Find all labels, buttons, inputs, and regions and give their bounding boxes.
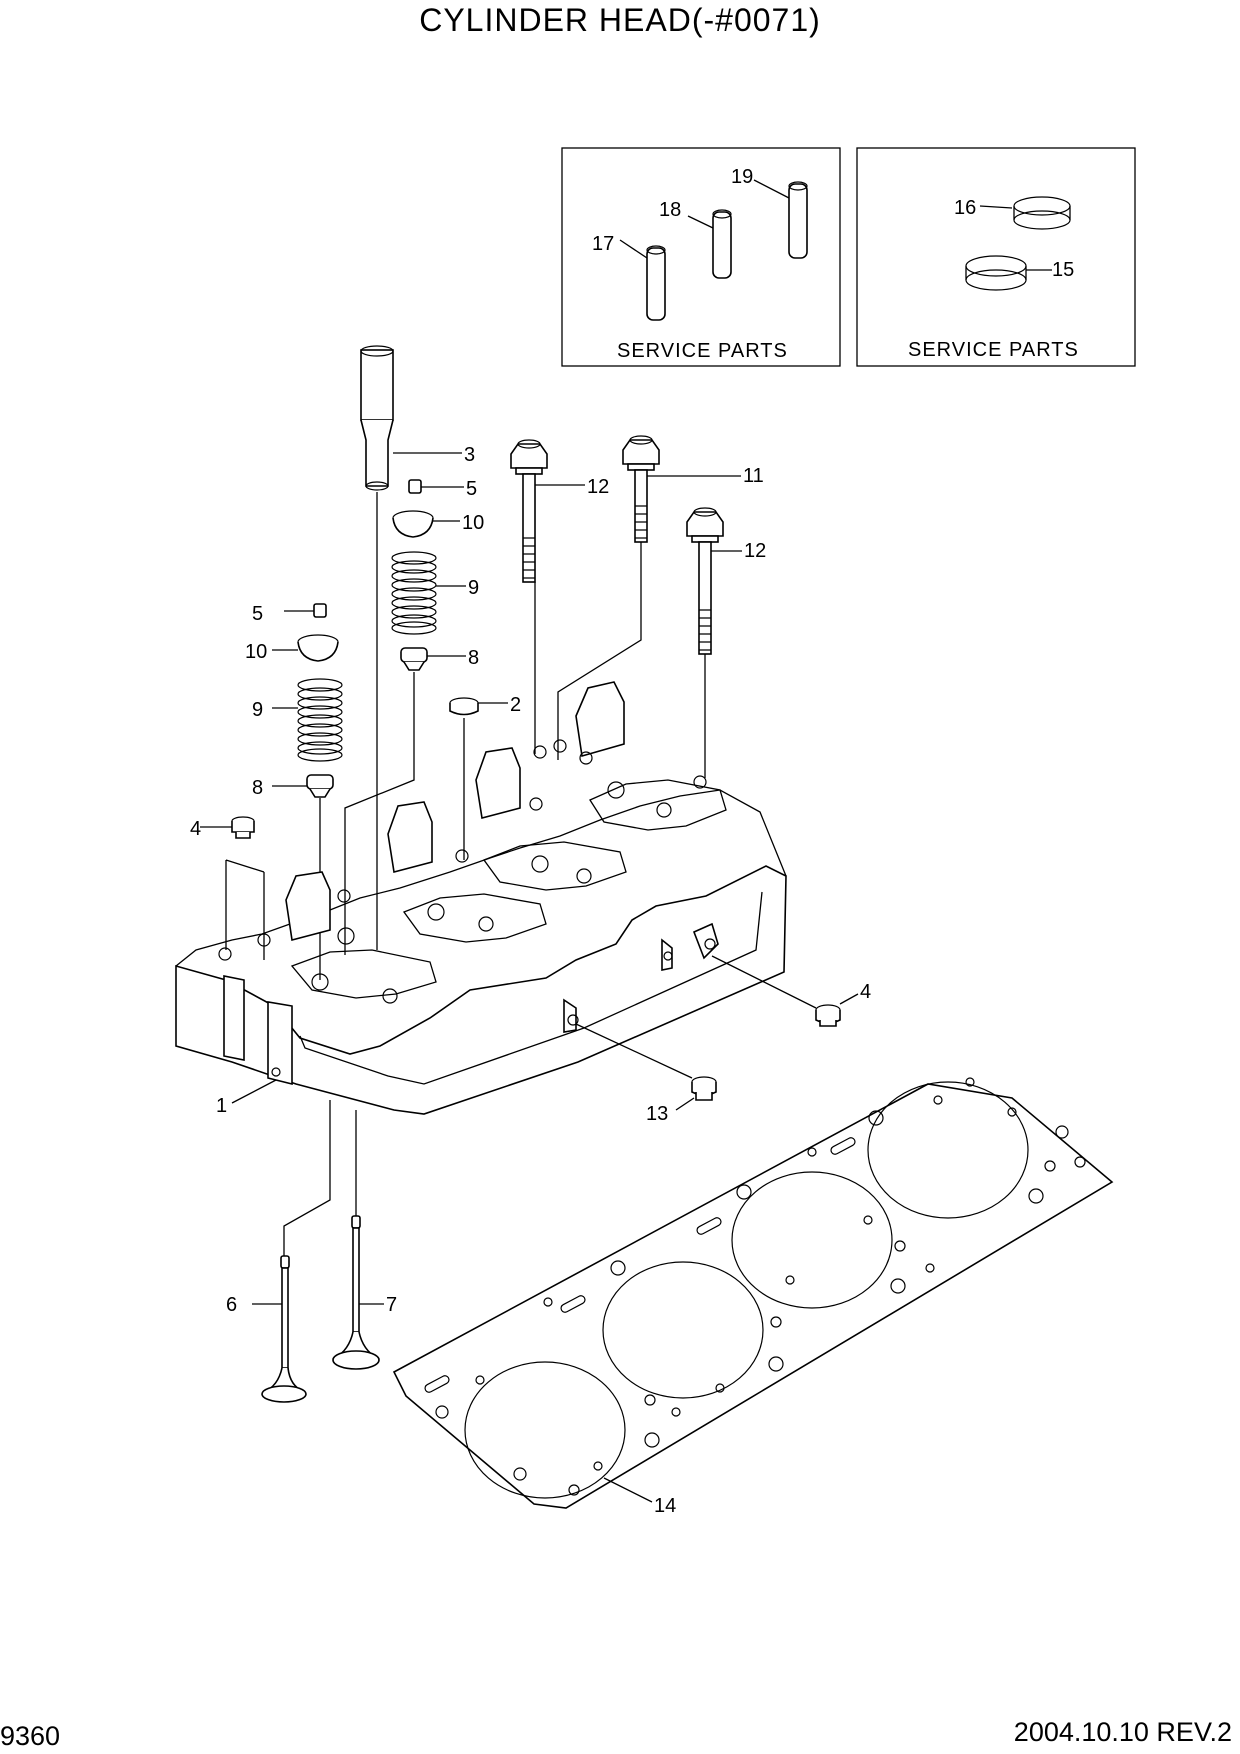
callout-17: 17 xyxy=(592,233,614,255)
callout-16: 16 xyxy=(954,197,976,219)
valve-stem-seal-8-right xyxy=(400,647,428,671)
dowel-pin-19 xyxy=(788,181,808,259)
seat-insert-16 xyxy=(1013,196,1071,230)
valve-stem-seal-8-left xyxy=(306,774,334,798)
service-parts-box-rings: 16 15 SERVICE PARTS xyxy=(856,147,1136,367)
callout-5a: 5 xyxy=(252,603,263,625)
callout-10b: 10 xyxy=(462,512,484,534)
head-gasket-14 xyxy=(392,1077,1114,1509)
dowel-pin-18 xyxy=(712,209,732,279)
head-bolt-11 xyxy=(622,435,660,543)
dowel-pin-17 xyxy=(646,245,666,321)
callout-13: 13 xyxy=(646,1103,668,1125)
callout-1: 1 xyxy=(216,1095,227,1117)
valve-spring-9-right xyxy=(391,551,437,635)
callout-6: 6 xyxy=(226,1294,237,1316)
callout-7: 7 xyxy=(386,1294,397,1316)
spring-retainer-10-left xyxy=(297,634,339,662)
callout-12a: 12 xyxy=(587,476,609,498)
callout-5b: 5 xyxy=(466,478,477,500)
head-bolt-12-a xyxy=(510,439,548,583)
callout-18: 18 xyxy=(659,199,681,221)
callout-15: 15 xyxy=(1052,259,1074,281)
callout-8b: 8 xyxy=(468,647,479,669)
callout-3: 3 xyxy=(464,444,475,466)
valve-collet-5-left xyxy=(313,603,327,618)
page-title: CYLINDER HEAD(-#0071) xyxy=(419,2,821,38)
callout-8a: 8 xyxy=(252,777,263,799)
service-parts-caption-left: SERVICE PARTS xyxy=(617,340,788,362)
callout-11: 11 xyxy=(743,465,764,487)
callout-4b: 4 xyxy=(860,981,871,1003)
callout-9b: 9 xyxy=(468,577,479,599)
service-parts-box-pins: 17 18 19 SERVICE PARTS xyxy=(561,147,841,367)
plug-13 xyxy=(691,1076,717,1101)
valve-guide-3 xyxy=(360,345,394,491)
insert-2 xyxy=(449,697,479,716)
head-bolt-12-b xyxy=(686,507,724,655)
callout-19: 19 xyxy=(731,166,753,188)
spring-retainer-10-right xyxy=(392,510,434,538)
cylinder-head-1 xyxy=(175,681,787,1115)
callout-4a: 4 xyxy=(190,818,201,840)
intake-valve-7 xyxy=(331,1215,381,1370)
plug-4-left xyxy=(231,816,255,839)
seat-insert-15 xyxy=(965,255,1027,291)
date-revision: 2004.10.10 REV.2 xyxy=(1013,1717,1232,1747)
callout-14: 14 xyxy=(654,1495,676,1517)
valve-spring-9-left xyxy=(297,678,343,762)
callout-2: 2 xyxy=(510,694,521,716)
callout-10a: 10 xyxy=(245,641,267,663)
exhaust-valve-6 xyxy=(261,1255,307,1403)
service-parts-caption-right: SERVICE PARTS xyxy=(908,339,1079,361)
callout-12b: 12 xyxy=(744,540,766,562)
valve-collet-5-right xyxy=(408,479,422,494)
plug-4-right xyxy=(815,1004,841,1027)
callout-9a: 9 xyxy=(252,699,263,721)
page-number: 9360 xyxy=(0,1721,61,1751)
